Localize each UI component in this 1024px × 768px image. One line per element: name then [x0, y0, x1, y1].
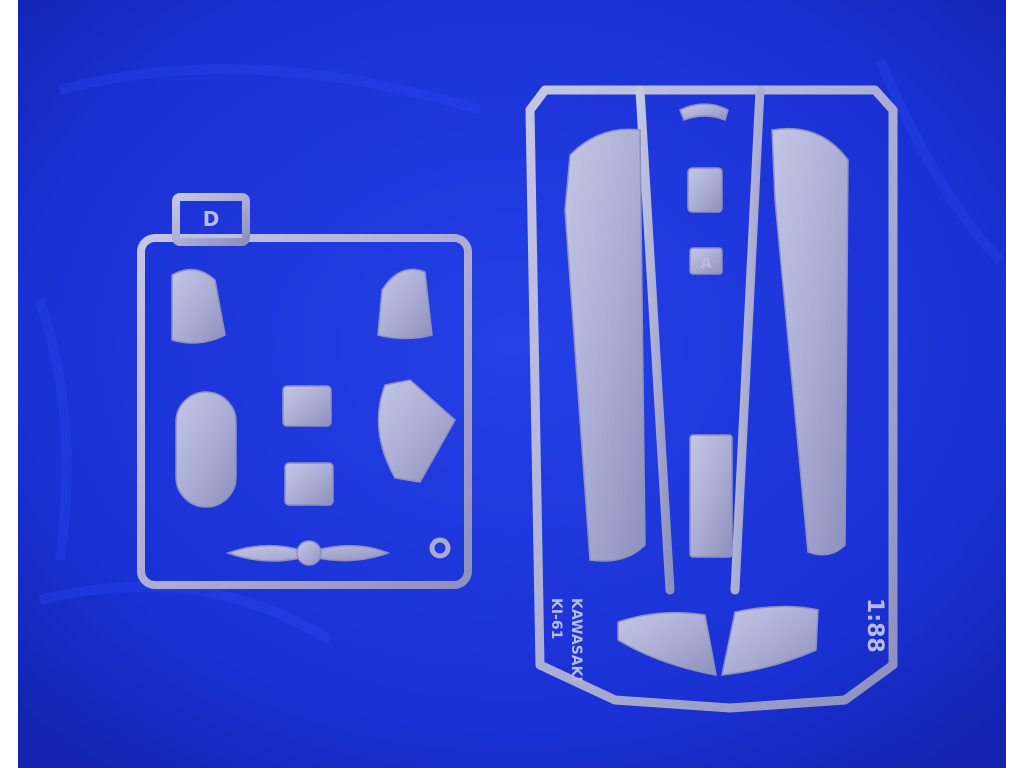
- sprue-small-parts: [171, 268, 456, 566]
- part-radiator-bottom: [284, 462, 334, 506]
- part-cowling-right: [377, 268, 433, 340]
- sprue-small-tag-letter: D: [203, 207, 220, 231]
- part-tail-fin: [377, 379, 456, 483]
- part-windscreen: [679, 103, 729, 122]
- sprue-molded-maker: KAWASAKI: [568, 598, 584, 682]
- part-canopy-large: [175, 391, 237, 508]
- part-radiator-top: [282, 385, 332, 427]
- sprue-molded-scale: 1:88: [862, 598, 887, 653]
- part-cockpit-floor: [689, 434, 733, 558]
- sprue-large-tag: [689, 247, 723, 275]
- part-stabilizer-left: [617, 611, 717, 676]
- part-cowling-left: [171, 268, 226, 344]
- part-cockpit-panel: [687, 167, 723, 213]
- sprue-molded-model: KI-61: [548, 598, 564, 639]
- part-wing-right: [771, 127, 849, 556]
- cloth-folds: [35, 58, 1004, 645]
- sprue-large-tag-letter: A: [700, 254, 712, 272]
- part-stabilizer-right: [721, 605, 819, 676]
- part-spinner: [296, 540, 322, 566]
- sprue-small: [137, 193, 472, 589]
- blue-cloth-backdrop: [18, 0, 1006, 768]
- part-wheel: [429, 537, 451, 559]
- part-wing-left: [564, 128, 646, 562]
- sprue-large-parts: [564, 103, 849, 676]
